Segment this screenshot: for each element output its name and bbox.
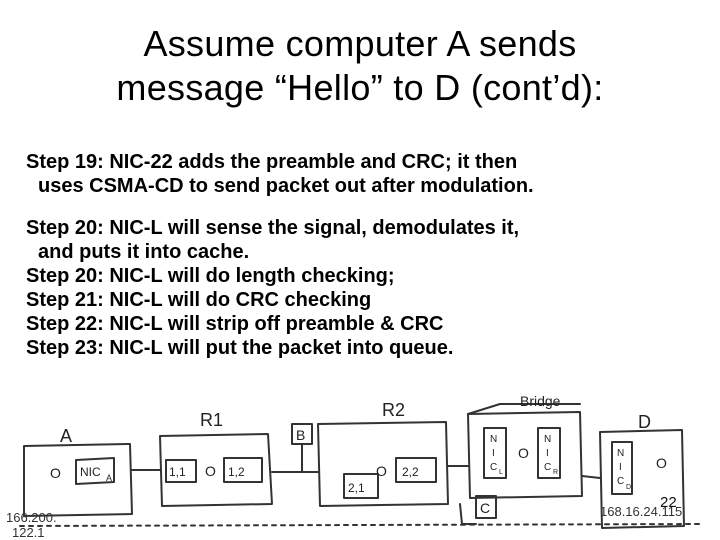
step-21: Step 21: NIC-L will do CRC checking [26,289,372,311]
label-c: C [480,500,490,516]
backbone-wire [19,523,701,527]
nic-l-sub: L [499,469,503,476]
nic-a-box [75,457,115,485]
step-19-line-2: uses CSMA-CD to send packet out after mo… [38,175,534,197]
label-d: D [638,412,651,432]
step-22: Step 22: NIC-L will strip off preamble &… [26,313,444,335]
computer-a-o: O [50,465,61,481]
label-r2: R2 [382,400,405,420]
bridge-box [467,411,583,499]
nic-r-i: I [546,448,549,459]
nic-r-sub: R [553,469,558,476]
bridge-top-bar [467,403,581,415]
nic-d-i: I [619,462,622,473]
computer-d-box [599,429,685,529]
paragraph-gap [26,198,706,216]
r1-o: O [205,463,216,479]
page-number: 22 [660,494,677,511]
slide-title: Assume computer A sends message “Hello” … [0,22,720,110]
step-20a-line-1: Step 20: NIC-L will sense the signal, de… [26,217,520,239]
c-box [475,495,497,519]
port-21-label: 2,1 [348,481,365,495]
nic-l-c: C [490,462,497,473]
address-a-line-1: 166.200. [6,510,57,525]
nic-l-box [483,427,507,479]
port-12-label: 1,2 [228,465,245,479]
label-r1: R1 [200,410,223,430]
label-a: A [60,426,72,446]
nic-l-i: I [492,448,495,459]
r2-o: O [376,463,387,479]
label-b: B [296,427,305,443]
nic-d-c: C [617,476,624,487]
step-20b: Step 20: NIC-L will do length checking; [26,265,395,287]
address-a-line-2: 122.1 [12,525,45,540]
port-11-box [165,459,197,483]
address-d: 168.16.24.115 [600,504,682,519]
nic-d-box [611,441,633,495]
port-11-label: 1,1 [169,465,186,479]
wire-c [459,503,477,525]
steps-text: Step 19: NIC-22 adds the preamble and CR… [26,150,706,360]
nic-r-box [537,427,561,479]
bridge-o: O [518,445,529,461]
nic-d-n: N [617,448,624,459]
wire-bridge-d [581,475,601,479]
port-22-box [395,457,437,483]
step-23: Step 23: NIC-L will put the packet into … [26,337,454,359]
computer-a-box [23,443,133,517]
nic-l-n: N [490,434,497,445]
b-box [291,423,313,445]
router-r2-box [317,421,449,507]
title-line-1: Assume computer A sends [143,23,577,64]
nic-r-n: N [544,434,551,445]
nic-a-label: NIC [80,465,101,479]
network-sketch: A R1 R2 Bridge D B C O NIC A 1,1 O 1,2 O… [6,393,701,540]
step-19-line-1: Step 19: NIC-22 adds the preamble and CR… [26,151,518,173]
nic-d-sub: D [626,484,631,491]
port-21-box [343,473,379,499]
router-r1-box [159,433,273,507]
nic-r-c: C [544,462,551,473]
nic-a-sub: A [106,473,112,483]
port-22-label: 2,2 [402,465,419,479]
computer-d-o: O [656,455,667,471]
step-20a-line-2: and puts it into cache. [38,241,250,263]
label-bridge: Bridge [520,393,561,409]
title-line-2: message “Hello” to D (cont’d): [116,67,604,108]
port-12-box [223,457,263,483]
